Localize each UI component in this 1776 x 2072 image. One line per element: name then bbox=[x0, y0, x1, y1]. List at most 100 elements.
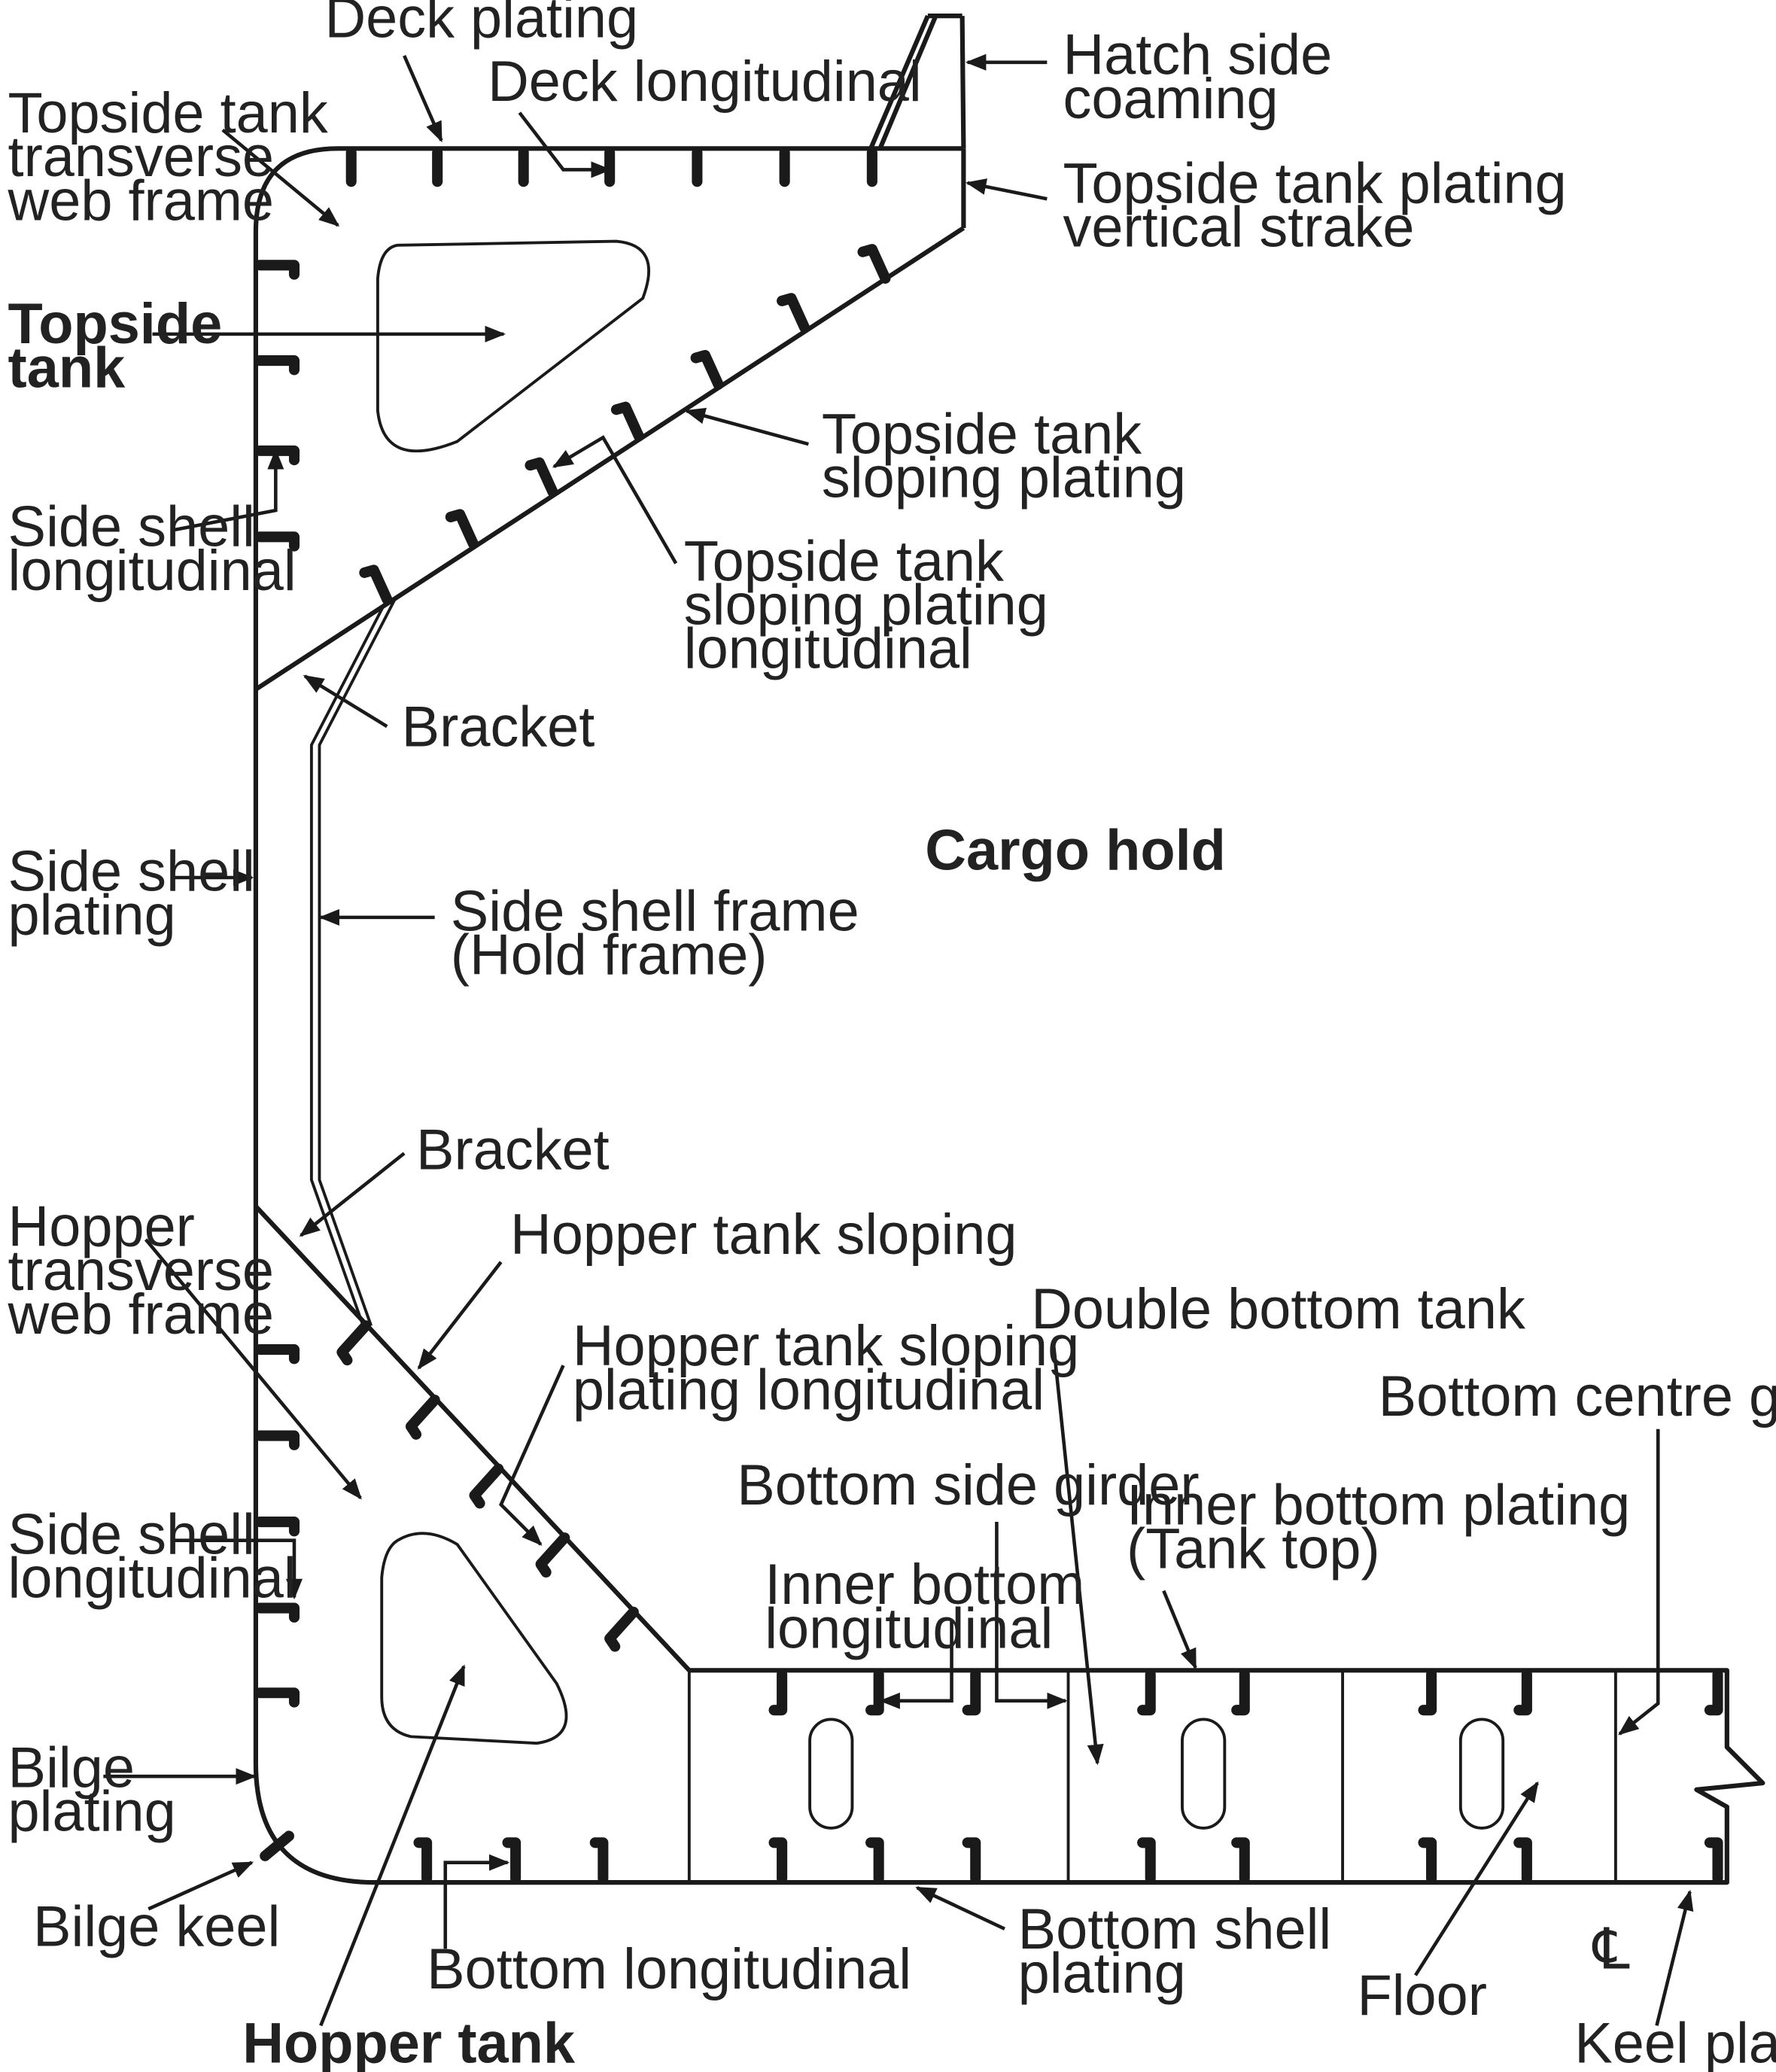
label-bilge-plating: Bilge bbox=[8, 1736, 135, 1800]
inner-bottom-longitudinal bbox=[1418, 1669, 1437, 1716]
leader-topside-sloping-long bbox=[552, 435, 678, 564]
side-longitudinal bbox=[254, 355, 300, 376]
leader-bracket-upper bbox=[303, 674, 388, 729]
label-side-shell-plating: plating bbox=[8, 884, 176, 948]
hopper-sloping-longitudinal bbox=[535, 1532, 570, 1578]
bottom-longitudinal bbox=[1704, 1837, 1723, 1884]
side-longitudinal bbox=[254, 1602, 300, 1623]
label-topside-sloping-longitudinal: longitudinal bbox=[684, 617, 972, 681]
leader-hopper-tank bbox=[319, 1664, 466, 2027]
leader-hopper-sloping bbox=[417, 1261, 503, 1370]
topside-sloping-longitudinal bbox=[359, 564, 393, 605]
label-hatch-side-coaming: coaming bbox=[1063, 67, 1278, 131]
label-hopper-web-frame: Hopper bbox=[8, 1195, 195, 1259]
hatch-coaming-inner bbox=[877, 14, 938, 150]
floor-opening-2 bbox=[1181, 1718, 1227, 1830]
leader-centre-girder bbox=[1618, 1428, 1660, 1736]
label-bottom-shell-plating: Bottom shell bbox=[1018, 1897, 1332, 1961]
label-topside-sloping-plating: Topside tank bbox=[822, 402, 1142, 466]
bottom-longitudinal bbox=[1418, 1837, 1437, 1884]
label-hopper-tank: Hopper tank bbox=[242, 2012, 576, 2072]
label-double-bottom-tank: Double bottom tank bbox=[1031, 1277, 1525, 1341]
label-inner-bottom-plating: (Tank top) bbox=[1127, 1517, 1380, 1581]
bottom-longitudinal bbox=[589, 1837, 609, 1884]
label-topside-tank: Topside bbox=[8, 292, 223, 356]
label-hopper-sloping-longitudinal: plating longitudinal bbox=[573, 1358, 1045, 1422]
label-cargo-hold: Cargo hold bbox=[925, 818, 1226, 882]
inner-bottom-longitudinal bbox=[1704, 1669, 1723, 1716]
label-deck-plating: Deck plating bbox=[324, 0, 638, 50]
side-longitudinal bbox=[254, 1344, 300, 1365]
hopper-sloping-longitudinal bbox=[336, 1320, 372, 1366]
leader-floor bbox=[1414, 1781, 1539, 1976]
label-topside-sloping-plating: sloping plating bbox=[822, 446, 1186, 510]
label-bilge-keel: Bilge keel bbox=[33, 1895, 280, 1959]
label-floor: Floor bbox=[1357, 1964, 1487, 2028]
label-topside-vertical-strake: Topside tank plating bbox=[1063, 151, 1566, 215]
floor-opening-1 bbox=[808, 1718, 854, 1830]
inner-bottom-longitudinal bbox=[1137, 1669, 1156, 1716]
label-bracket-upper: Bracket bbox=[402, 695, 595, 759]
topside-sloping-longitudinal bbox=[525, 457, 558, 497]
inner-bottom-longitudinal bbox=[1231, 1669, 1250, 1716]
label-side-shell-frame: (Hold frame) bbox=[451, 923, 768, 987]
label-topside-sloping-longitudinal: sloping plating bbox=[684, 574, 1048, 637]
leader-bottom-shell bbox=[915, 1886, 1005, 1931]
hopper-web-opening bbox=[380, 1532, 568, 1745]
leader-bilge-keel bbox=[147, 1861, 254, 1911]
leader-lines bbox=[103, 53, 1694, 2027]
hopper-sloping-longitudinal bbox=[604, 1606, 639, 1652]
label-topside-tank: tank bbox=[8, 336, 126, 400]
label-inner-bottom-longitudinal: Inner bottom bbox=[765, 1553, 1084, 1617]
side-shell-frame bbox=[309, 598, 388, 1327]
stiffeners bbox=[254, 147, 1723, 1884]
label-bottom-shell-plating: plating bbox=[1018, 1941, 1186, 2005]
hatch-coaming-outer bbox=[868, 14, 930, 150]
leader-bottom-longitudinal bbox=[443, 1854, 510, 1949]
label-keel-plate: Keel plate bbox=[1574, 2012, 1776, 2072]
label-side-shell-plating: Side shell bbox=[8, 840, 255, 904]
label-topside-web-frame: web frame bbox=[8, 169, 274, 233]
side-longitudinal bbox=[254, 1516, 300, 1537]
bottom-longitudinal bbox=[768, 1837, 788, 1884]
labels: Deck plating Deck longitudinal Hatch sid… bbox=[8, 0, 1776, 2072]
leader-topside-web bbox=[221, 128, 340, 227]
inner-bottom-longitudinal bbox=[865, 1669, 884, 1716]
leader-hopper-web bbox=[144, 1238, 362, 1500]
bottom-longitudinal bbox=[962, 1837, 981, 1884]
hopper-sloping-longitudinal bbox=[405, 1394, 440, 1440]
label-topside-web-frame: transverse bbox=[8, 125, 274, 189]
leader-topside-vertical bbox=[965, 178, 1048, 201]
topside-sloping-longitudinal bbox=[610, 401, 644, 442]
label-topside-web-frame: Topside tank bbox=[8, 81, 328, 145]
hopper-sloping-plating bbox=[254, 1204, 692, 1672]
bottom-longitudinal bbox=[1137, 1837, 1156, 1884]
label-bilge-plating: plating bbox=[8, 1779, 176, 1843]
label-bottom-longitudinal: Bottom longitudinal bbox=[427, 1937, 911, 2001]
topside-sloping-longitudinal bbox=[445, 509, 479, 549]
label-side-shell-longitudinal-lower: Side shell bbox=[8, 1502, 255, 1566]
label-topside-vertical-strake: vertical strake bbox=[1063, 196, 1414, 260]
hull-outline bbox=[253, 146, 1765, 1885]
topside-sloping-plating bbox=[254, 226, 966, 692]
label-bracket-lower: Bracket bbox=[416, 1118, 610, 1182]
label-bottom-side-girder: Bottom side girder bbox=[737, 1453, 1199, 1517]
label-side-shell-frame: Side shell frame bbox=[451, 879, 859, 943]
inner-bottom-longitudinal bbox=[1513, 1669, 1532, 1716]
leader-keel-plate bbox=[1655, 1889, 1694, 2026]
floor-opening-3 bbox=[1458, 1718, 1505, 1830]
label-bottom-centre-girder: Bottom centre girder bbox=[1379, 1365, 1776, 1428]
side-longitudinal bbox=[254, 1430, 300, 1450]
label-hatch-side-coaming: Hatch side bbox=[1063, 23, 1332, 87]
leader-side-long-lower bbox=[172, 1538, 303, 1600]
bottom-longitudinal bbox=[1513, 1837, 1532, 1884]
inner-bottom-longitudinal bbox=[768, 1669, 788, 1716]
label-hopper-sloping-longitudinal: Hopper tank sloping bbox=[573, 1314, 1079, 1378]
label-topside-sloping-longitudinal: Topside tank bbox=[684, 529, 1004, 593]
hatch-coaming-back bbox=[959, 16, 966, 149]
leader-deck-plating bbox=[403, 55, 443, 143]
hopper-sloping-longitudinal bbox=[469, 1463, 504, 1509]
label-hopper-web-frame: web frame bbox=[8, 1282, 274, 1346]
